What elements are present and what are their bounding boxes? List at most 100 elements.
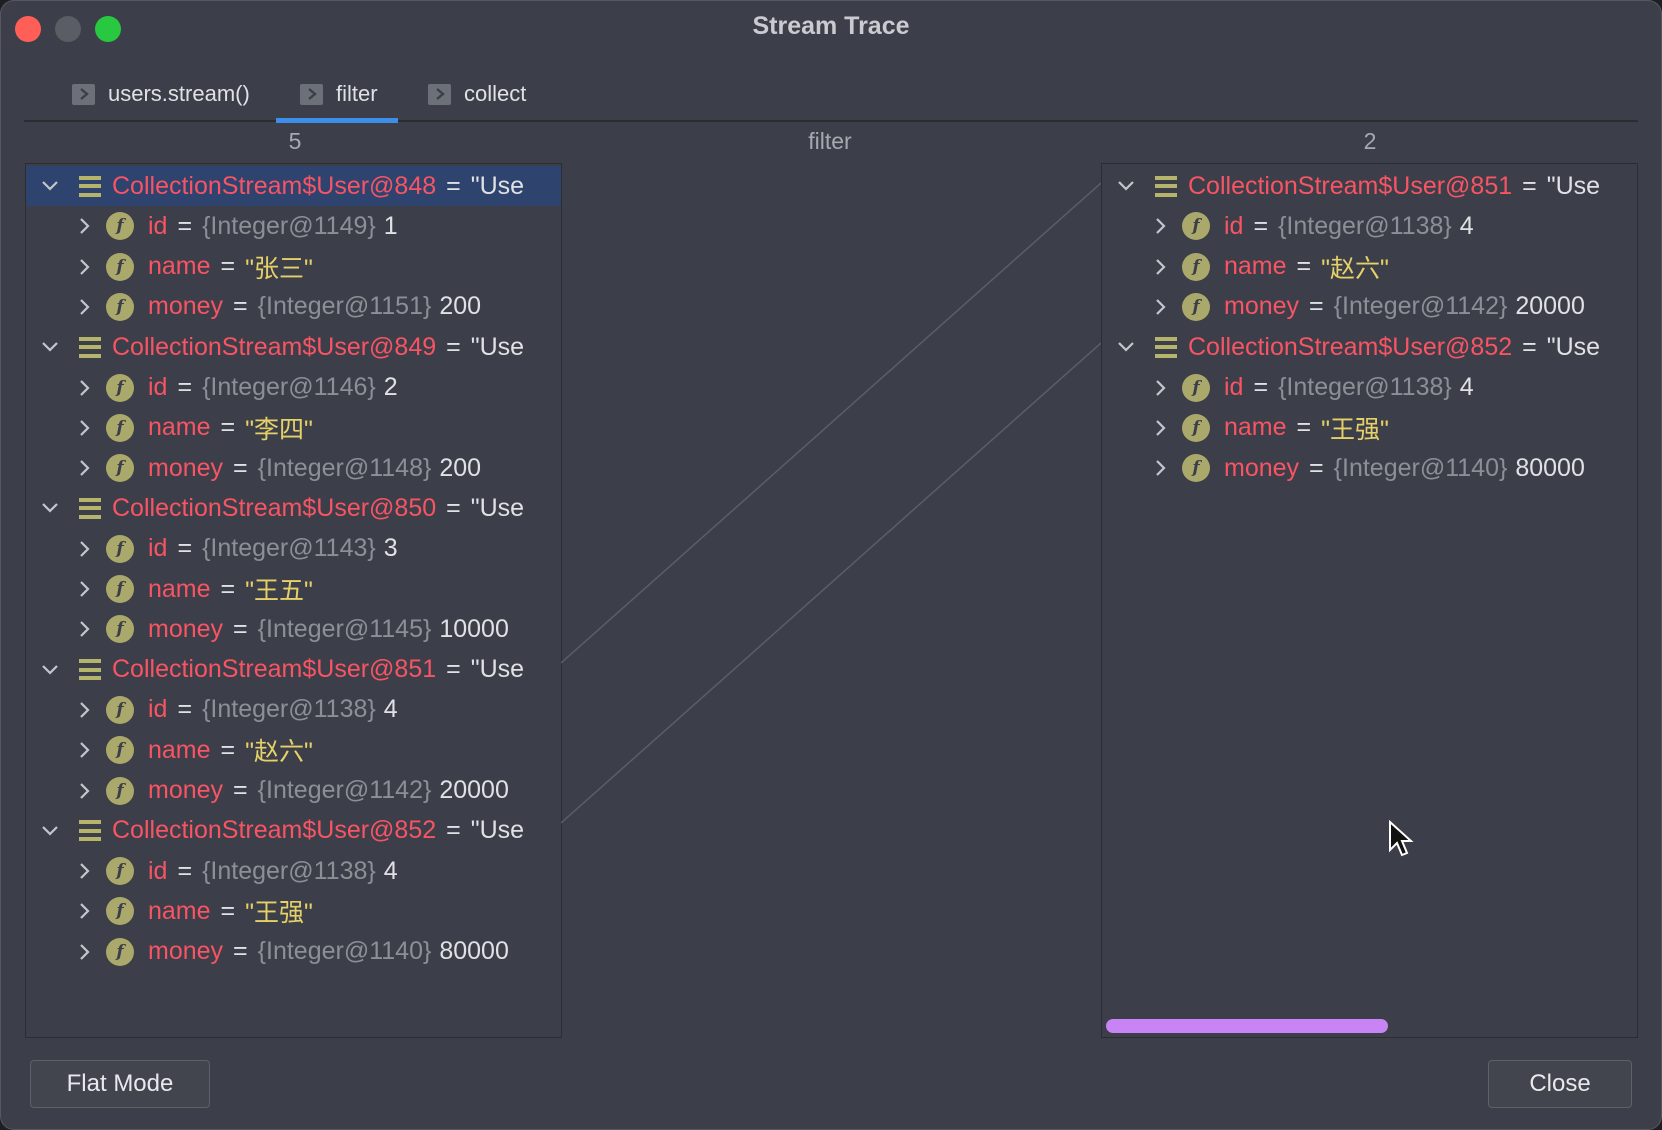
- field-name: name: [148, 896, 211, 925]
- object-row[interactable]: CollectionStream$User@851="Use: [26, 650, 561, 690]
- object-value: "Use: [470, 332, 525, 361]
- horizontal-scrollbar[interactable]: [1106, 1019, 1388, 1033]
- object-row[interactable]: CollectionStream$User@852="Use: [26, 811, 561, 851]
- minimize-window-button[interactable]: [55, 16, 81, 42]
- chevron-right-icon[interactable]: [1150, 256, 1172, 278]
- field-icon: f: [106, 615, 134, 644]
- chevron-right-icon[interactable]: [74, 578, 96, 600]
- field-label: money={Integer@1142}20000: [148, 776, 509, 805]
- chevron-right-icon[interactable]: [74, 457, 96, 479]
- chevron-right-icon[interactable]: [1150, 377, 1172, 399]
- chevron-right-icon[interactable]: [74, 780, 96, 802]
- chevron-right-icon[interactable]: [1150, 417, 1172, 439]
- equals-sign: =: [220, 413, 236, 442]
- field-type: {Integer@1140}: [257, 937, 432, 966]
- tab-collect[interactable]: collect: [428, 68, 526, 120]
- equals-sign: =: [233, 453, 248, 482]
- flat-mode-button[interactable]: Flat Mode: [30, 1060, 210, 1108]
- object-icon: [79, 336, 101, 358]
- chevron-right-icon[interactable]: [74, 417, 96, 439]
- chevron-right-icon[interactable]: [74, 618, 96, 640]
- chevron-right-icon[interactable]: [74, 900, 96, 922]
- chevron-right-icon[interactable]: [74, 215, 96, 237]
- right-count: 2: [1363, 128, 1377, 154]
- field-name: name: [1224, 413, 1287, 442]
- object-icon: [79, 820, 101, 842]
- field-type: {Integer@1138}: [202, 856, 376, 885]
- equals-sign: =: [1253, 211, 1269, 240]
- object-row[interactable]: CollectionStream$User@849="Use: [26, 327, 561, 367]
- chevron-right-icon[interactable]: [74, 699, 96, 721]
- object-row[interactable]: CollectionStream$User@848="Use: [26, 166, 561, 206]
- tab-users-stream[interactable]: users.stream(): [72, 68, 250, 120]
- chevron-down-icon[interactable]: [39, 175, 61, 197]
- chevron-down-icon[interactable]: [39, 497, 61, 519]
- close-window-button[interactable]: [15, 16, 41, 42]
- close-button[interactable]: Close: [1488, 1060, 1632, 1108]
- field-icon: f: [106, 292, 134, 321]
- chevron-right-icon[interactable]: [74, 538, 96, 560]
- equals-sign: =: [177, 856, 193, 885]
- field-row-money[interactable]: f money={Integer@1145}10000: [26, 609, 561, 649]
- field-name: id: [1224, 211, 1244, 240]
- chevron-down-icon[interactable]: [39, 336, 61, 358]
- field-label: id={Integer@1146}2: [148, 373, 398, 402]
- equals-sign: =: [1253, 373, 1269, 401]
- object-name: CollectionStream$User@849: [112, 332, 437, 361]
- tab-filter[interactable]: filter: [276, 68, 398, 123]
- object-name: CollectionStream$User@851: [1188, 171, 1513, 200]
- field-value: "王强": [245, 899, 313, 928]
- chevron-down-icon[interactable]: [1115, 336, 1137, 358]
- object-label: CollectionStream$User@852="Use: [112, 816, 524, 845]
- chevron-right-icon[interactable]: [1150, 296, 1172, 318]
- chevron-right-icon[interactable]: [74, 941, 96, 963]
- chevron-right-icon[interactable]: [74, 377, 96, 399]
- chevron-right-icon[interactable]: [1150, 457, 1172, 479]
- object-row[interactable]: CollectionStream$User@850="Use: [26, 488, 561, 528]
- chevron-right-icon[interactable]: [1150, 215, 1172, 237]
- equals-sign: =: [177, 534, 193, 563]
- object-icon: [79, 659, 101, 681]
- zoom-window-button[interactable]: [95, 16, 121, 42]
- field-name: name: [148, 413, 211, 442]
- field-name: money: [148, 292, 224, 321]
- chevron-right-icon[interactable]: [74, 860, 96, 882]
- equals-sign: =: [446, 493, 461, 522]
- field-value: 200: [439, 292, 482, 321]
- connector-line: [561, 342, 1101, 824]
- window-title: Stream Trace: [752, 12, 910, 40]
- field-label: money={Integer@1145}10000: [148, 615, 509, 644]
- chevron-right-icon[interactable]: [74, 296, 96, 318]
- object-name: CollectionStream$User@851: [112, 655, 437, 684]
- chevron-down-icon[interactable]: [39, 659, 61, 681]
- chevron-down-icon[interactable]: [1115, 175, 1137, 197]
- chevron-down-icon[interactable]: [39, 820, 61, 842]
- chevron-right-icon[interactable]: [74, 739, 96, 761]
- field-name: id: [148, 534, 168, 563]
- chevron-right-icon[interactable]: [74, 256, 96, 278]
- object-row[interactable]: CollectionStream$User@851="Use: [1102, 166, 1637, 206]
- object-row[interactable]: CollectionStream$User@852="Use: [1102, 327, 1637, 367]
